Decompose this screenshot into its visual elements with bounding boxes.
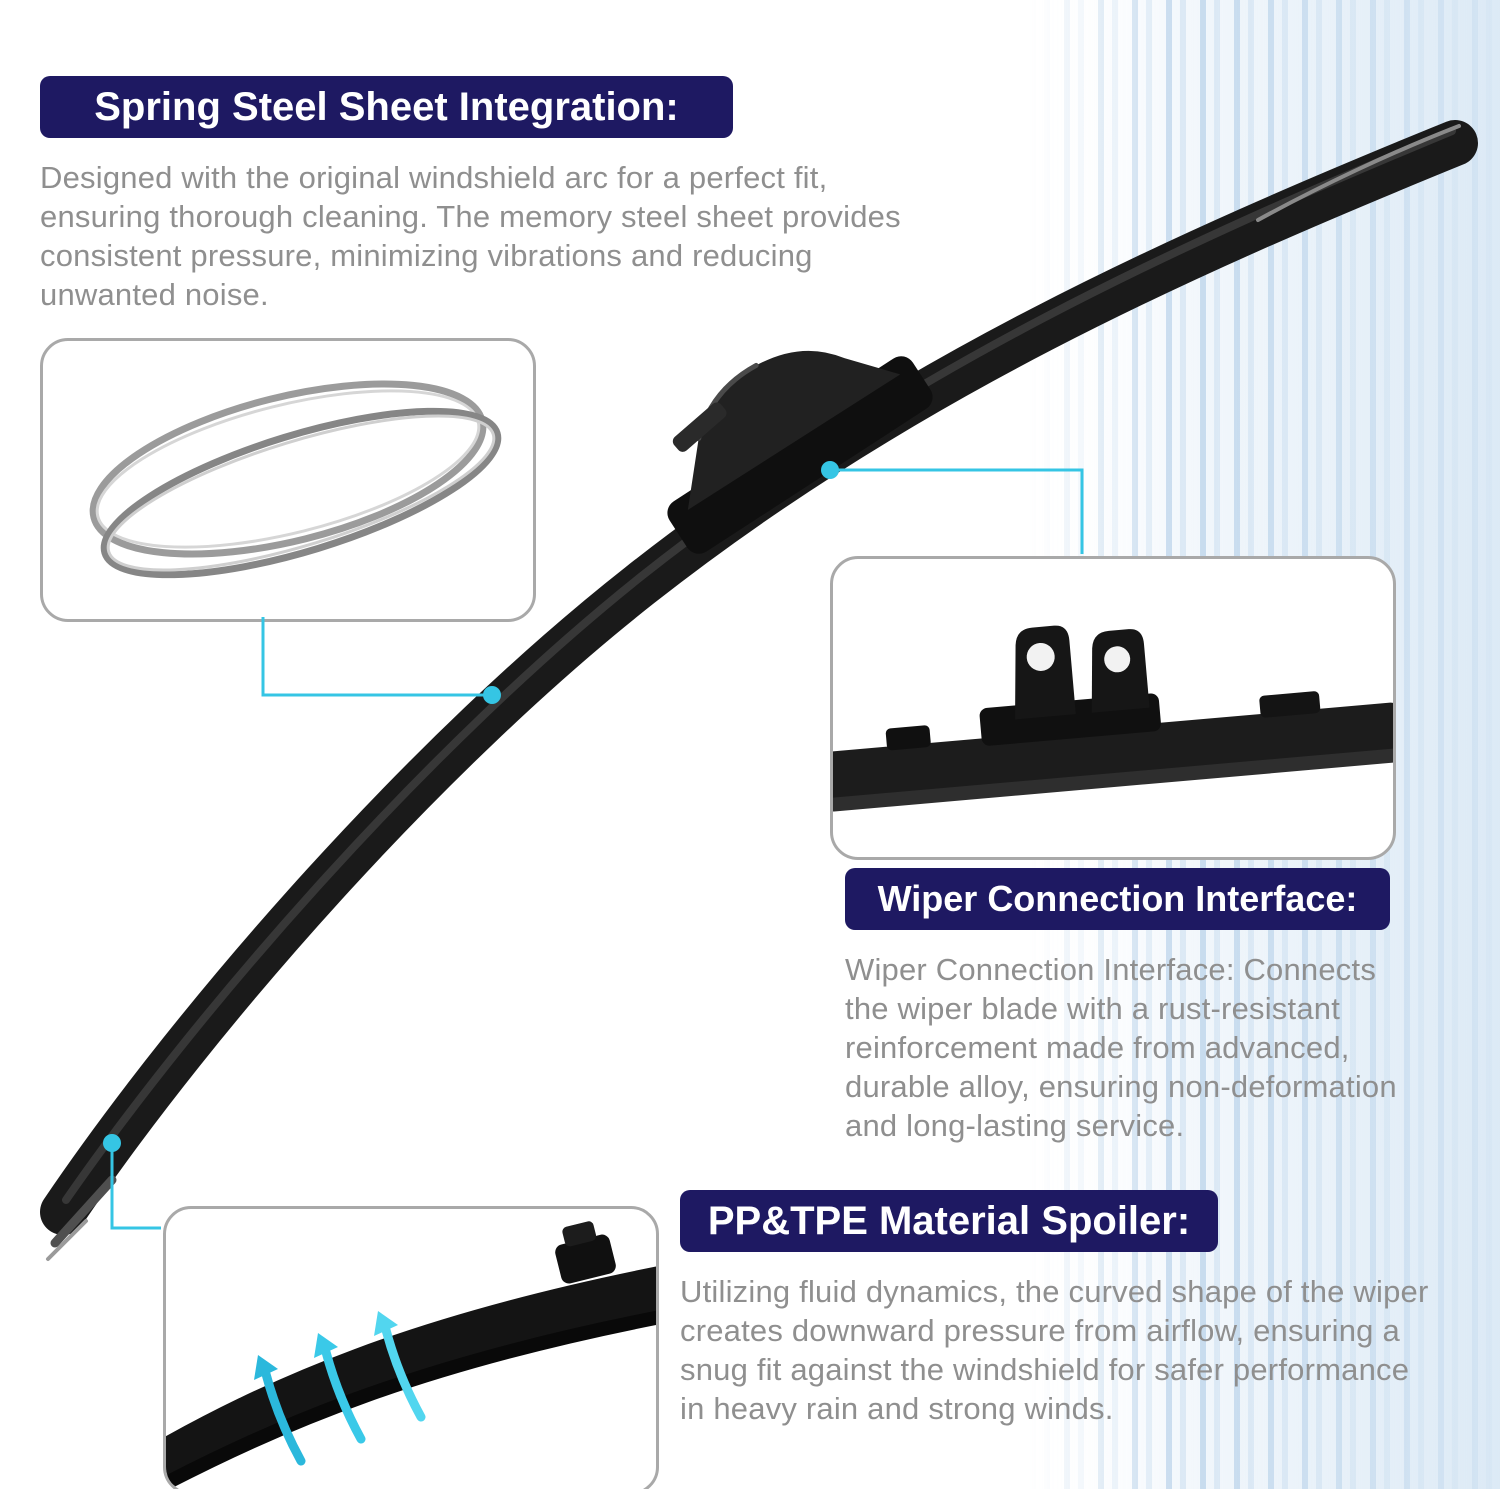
spring-steel-title: Spring Steel Sheet Integration:: [40, 76, 733, 138]
blade-end-squeegee: [50, 1175, 117, 1248]
callout-line-spoiler: [110, 1146, 161, 1230]
callout-dot-spoiler: [103, 1134, 121, 1152]
callout-line-spring: [261, 617, 486, 697]
blade-adapter: [667, 350, 933, 554]
spring-steel-photo-box: [40, 338, 536, 622]
callout-dot-spring: [483, 686, 501, 704]
steel-loop-inner: [100, 407, 502, 579]
spring-steel-sheets-photo: [89, 380, 502, 579]
connector-left-clip: [885, 725, 931, 751]
airflow-arrows: [254, 1311, 426, 1466]
connection-description: Wiper Connection Interface: Connects the…: [845, 952, 1397, 1143]
connector-photo-box: [830, 556, 1396, 860]
spoiler-description: Utilizing fluid dynamics, the curved sha…: [680, 1274, 1429, 1426]
spring-steel-description: Designed with the original windshield ar…: [40, 160, 901, 312]
spoiler-band: [166, 1266, 656, 1489]
blade-end-squeegee-lip: [46, 1219, 88, 1261]
connector-claw-photo: [833, 625, 1393, 812]
spoiler-airflow-photo: [166, 1221, 656, 1489]
spoiler-clip: [555, 1221, 616, 1284]
callout-dot-connection: [821, 461, 839, 479]
spoiler-title: PP&TPE Material Spoiler:: [680, 1190, 1218, 1252]
spoiler-band-edge: [166, 1310, 656, 1489]
connection-title: Wiper Connection Interface:: [845, 868, 1390, 930]
spoiler-photo-box: [163, 1206, 659, 1489]
